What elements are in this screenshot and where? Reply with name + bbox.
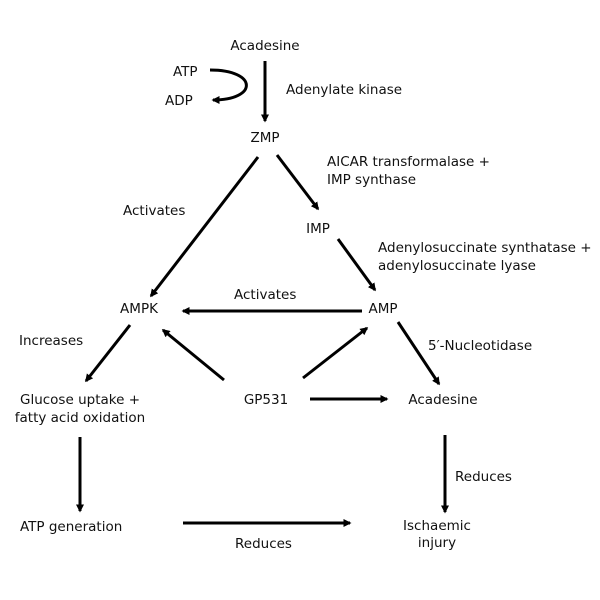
node-ischaemic-injury: Ischaemic injury <box>403 518 471 552</box>
node-ischaemic-line2: injury <box>417 535 457 551</box>
node-acadesine-bottom: Acadesine <box>408 392 478 408</box>
node-atp: ATP <box>173 64 198 80</box>
label-nucleotidase: 5′-Nucleotidase <box>428 338 533 354</box>
label-activates-amp-ampk: Activates <box>234 287 297 303</box>
arrow-zmp-to-ampk <box>149 156 260 298</box>
label-reduces-right: Reduces <box>455 469 512 485</box>
node-zmp: ZMP <box>250 130 280 146</box>
label-adsl-line1: Adenylosuccinate synthatase + <box>378 240 592 256</box>
label-adenylosuccinate: Adenylosuccinate synthatase + adenylosuc… <box>378 239 592 275</box>
node-glucose-line1: Glucose uptake + <box>19 392 141 408</box>
label-aicar-line1: AICAR transformalase + <box>327 154 490 170</box>
label-reduces-bottom: Reduces <box>235 536 292 552</box>
node-ampk: AMPK <box>120 301 158 317</box>
arrow-ampk-to-glucose <box>84 324 132 383</box>
node-ischaemic-line1: Ischaemic <box>403 518 471 534</box>
node-gp531: GP531 <box>243 392 289 408</box>
arrow-amp-to-acadesine <box>396 321 441 386</box>
label-increases: Increases <box>19 333 84 349</box>
node-imp: IMP <box>306 221 330 237</box>
node-acadesine-top: Acadesine <box>230 38 300 54</box>
label-adenylate-kinase: Adenylate kinase <box>286 82 403 98</box>
arrow-imp-to-amp <box>336 238 377 292</box>
node-adp: ADP <box>165 93 193 109</box>
node-glucose-uptake: Glucose uptake + fatty acid oxidation <box>15 391 146 427</box>
arrow-gp531-to-ampk <box>161 328 225 382</box>
label-adsl-line2: adenylosuccinate lyase <box>378 258 536 274</box>
node-glucose-line2: fatty acid oxidation <box>14 410 146 426</box>
arrow-gp531-to-amp <box>302 326 369 380</box>
node-amp: AMP <box>368 301 398 317</box>
label-aicar-line2: IMP synthase <box>327 172 417 188</box>
label-aicar-transformalase: AICAR transformalase + IMP synthase <box>327 153 490 189</box>
node-atp-generation: ATP generation <box>20 519 123 535</box>
arrow-zmp-to-imp <box>275 154 320 211</box>
arrow-atp-to-adp <box>209 68 248 104</box>
label-activates-zmp-ampk: Activates <box>123 203 186 219</box>
